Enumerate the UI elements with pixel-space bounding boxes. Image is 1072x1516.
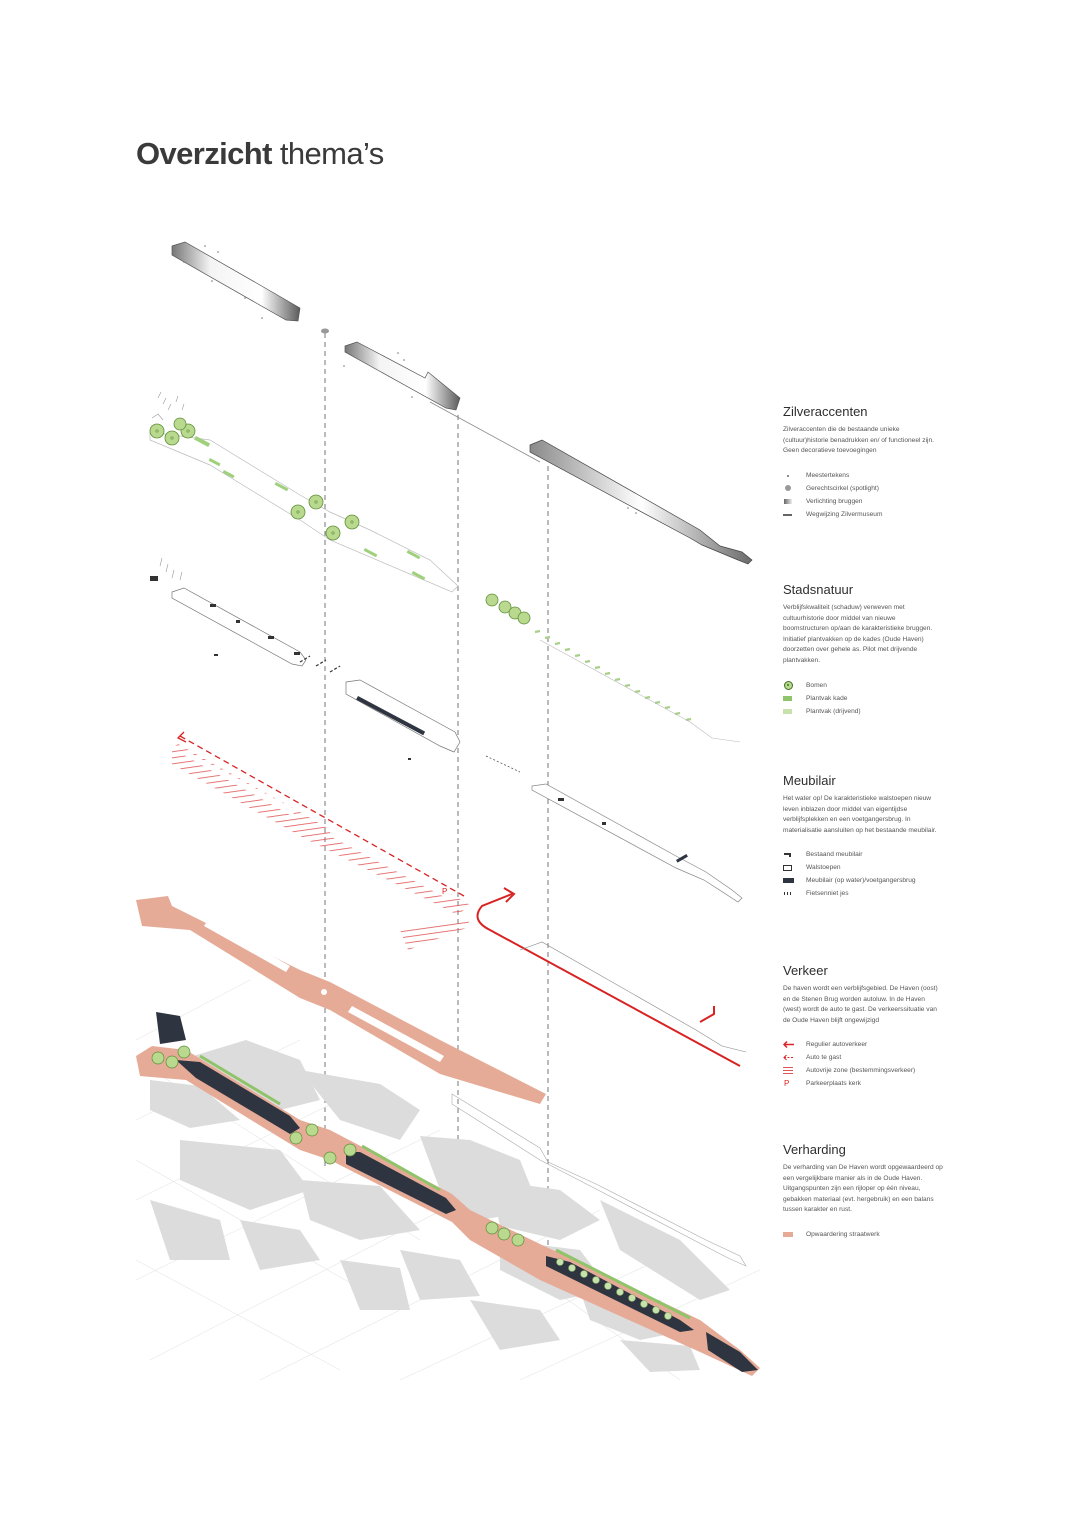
title-bold: Overzicht bbox=[136, 136, 272, 171]
legend-item: Plantvak kade bbox=[783, 692, 943, 705]
legend-item: Bomen bbox=[783, 679, 943, 692]
svg-text:P: P bbox=[442, 887, 447, 896]
legend-section-meubilair: Meubilair Het water op! De karakteristie… bbox=[783, 773, 943, 900]
section-heading: Verharding bbox=[783, 1142, 846, 1157]
tree-icon bbox=[783, 680, 794, 690]
legend-item: Walstoepen bbox=[783, 861, 943, 874]
legend-item: Fietsenniet jes bbox=[783, 887, 943, 900]
section-description: Verblijfskwaliteit (schaduw) verweven me… bbox=[783, 604, 933, 664]
bench-icon bbox=[783, 850, 794, 859]
legend-item-label: Autovrije zone (bestemmingsverkeer) bbox=[806, 1067, 916, 1075]
section-heading: Zilveraccenten bbox=[783, 404, 868, 419]
section-heading: Verkeer bbox=[783, 963, 828, 978]
section-heading: Meubilair bbox=[783, 773, 836, 788]
outline-rect-icon bbox=[783, 863, 794, 872]
section-description: De haven wordt een verblijfsgebied. De H… bbox=[783, 985, 938, 1024]
legend-item-label: Meubilair (op water)/voetgangersbrug bbox=[806, 877, 916, 885]
page-title: Overzicht thema’s bbox=[136, 136, 384, 172]
legend-item-label: Verlichting bruggen bbox=[806, 497, 863, 505]
legend-item-label: Regulier autoverkeer bbox=[806, 1041, 868, 1049]
section-description: Het water op! De karakteristieke walstoe… bbox=[783, 795, 937, 834]
legend-item-label: Gerechtscirkel (spotlight) bbox=[806, 484, 879, 492]
legend-item-label: Plantvak kade bbox=[806, 694, 848, 702]
red-arrow-icon bbox=[783, 1040, 794, 1049]
legend-item: Bestaand meubilair bbox=[783, 848, 943, 861]
legend-item-label: Meestertekens bbox=[806, 471, 850, 479]
vertical-guides bbox=[324, 333, 549, 1260]
legend-item-label: Auto te gast bbox=[806, 1054, 842, 1062]
layer-verkeer: P bbox=[172, 731, 747, 1067]
small-dot-icon bbox=[783, 471, 794, 480]
legend-item: P Parkeerplaats kerk bbox=[783, 1077, 943, 1090]
legend-item-label: Walstoepen bbox=[806, 864, 841, 872]
legend-item: Autovrije zone (bestemmingsverkeer) bbox=[783, 1064, 943, 1077]
legend-item: Meubilair (op water)/voetgangersbrug bbox=[783, 874, 943, 887]
legend-item: Wegwijzing Zilvermuseum bbox=[783, 508, 943, 521]
gradient-square-icon bbox=[783, 497, 794, 506]
salmon-rect-icon bbox=[783, 1230, 794, 1239]
layer-zilveraccenten bbox=[171, 241, 753, 565]
light-green-rect-icon bbox=[783, 707, 794, 716]
green-rect-icon bbox=[783, 694, 794, 703]
layer-stadsnatuur bbox=[149, 391, 741, 743]
grey-circle-icon bbox=[783, 484, 794, 493]
legend-item-label: Wegwijzing Zilvermuseum bbox=[806, 510, 883, 518]
legend-item: Auto te gast bbox=[783, 1051, 943, 1064]
legend-section-verharding: Verharding De verharding van De Haven wo… bbox=[783, 1142, 943, 1241]
layer-meubilair bbox=[150, 557, 743, 903]
title-light: thema’s bbox=[279, 136, 384, 171]
red-dashed-arrow-icon bbox=[783, 1053, 794, 1062]
bike-rack-icon bbox=[783, 889, 794, 898]
legend-item-label: Opwaardering straatwerk bbox=[806, 1230, 880, 1238]
legend-section-zilveraccenten: Zilveraccenten Zilveraccenten die de bes… bbox=[783, 404, 943, 521]
section-description: De verharding van De Haven wordt opgewaa… bbox=[783, 1164, 943, 1214]
parking-icon: P bbox=[784, 1079, 790, 1089]
legend-item-label: Plantvak (drijvend) bbox=[806, 707, 861, 715]
legend-item-label: Parkeerplaats kerk bbox=[806, 1080, 861, 1088]
black-bar-icon bbox=[783, 876, 794, 885]
legend-item: Regulier autoverkeer bbox=[783, 1038, 943, 1051]
legend-item-label: Bestaand meubilair bbox=[806, 851, 863, 859]
section-heading: Stadsnatuur bbox=[783, 582, 854, 597]
legend-item: Meestertekens bbox=[783, 469, 943, 482]
legend-item-label: Fietsenniet jes bbox=[806, 890, 849, 898]
base-map bbox=[135, 979, 761, 1381]
legend-section-verkeer: Verkeer De haven wordt een verblijfsgebi… bbox=[783, 963, 943, 1090]
legend-item: Plantvak (drijvend) bbox=[783, 705, 943, 718]
legend-item: Verlichting bruggen bbox=[783, 495, 943, 508]
legend-item: Opwaardering straatwerk bbox=[783, 1228, 943, 1241]
red-hatch-icon bbox=[783, 1066, 794, 1075]
legend-item-label: Bomen bbox=[806, 681, 827, 689]
layer-verharding bbox=[136, 896, 747, 1267]
dash-icon bbox=[783, 510, 794, 519]
exploded-axonometric-diagram: P bbox=[135, 241, 761, 1381]
legend-section-stadsnatuur: Stadsnatuur Verblijfskwaliteit (schaduw)… bbox=[783, 582, 943, 718]
section-description: Zilveraccenten die de bestaande unieke (… bbox=[783, 426, 935, 455]
legend-item: Gerechtscirkel (spotlight) bbox=[783, 482, 943, 495]
